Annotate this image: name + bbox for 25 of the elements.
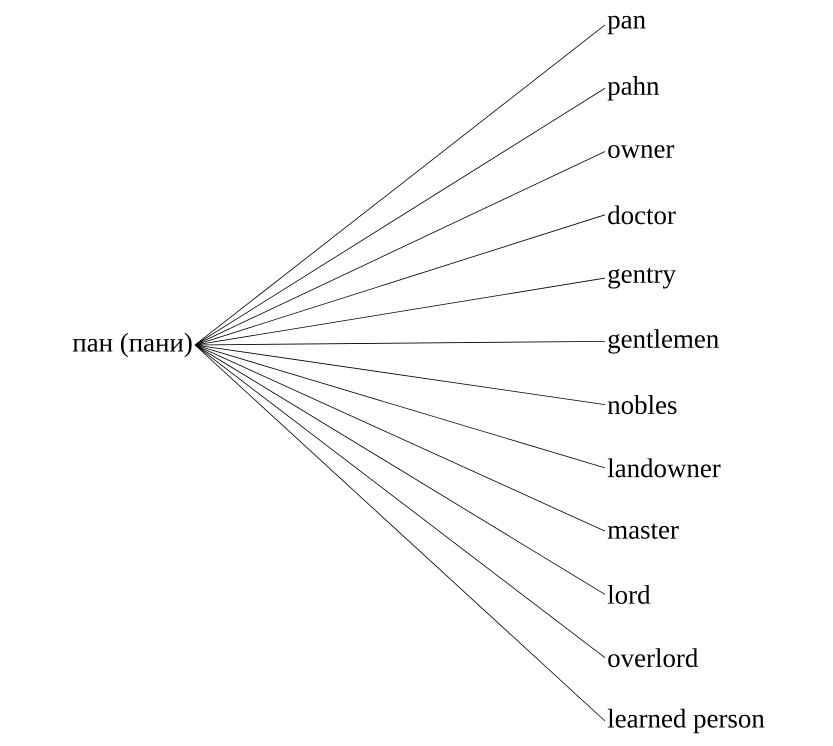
- connecting-line: [194, 344, 606, 406]
- connecting-line: [194, 278, 606, 346]
- connecting-line: [194, 344, 606, 722]
- connecting-line: [194, 340, 606, 346]
- translation-word: doctor: [608, 205, 676, 224]
- translation-word: gentry: [608, 268, 676, 289]
- connecting-line: [194, 344, 606, 595]
- translation-word: gentlemen: [608, 329, 719, 354]
- connecting-line: [194, 214, 606, 346]
- connecting-line: [194, 24, 606, 346]
- connecting-line: [194, 344, 606, 532]
- translation-word: landowner: [608, 458, 720, 478]
- connecting-line: [194, 88, 606, 346]
- source-word: пан (пани): [72, 332, 192, 358]
- translation-word: pahn: [608, 76, 660, 100]
- translation-word: pan: [608, 16, 646, 34]
- connecting-line: [194, 344, 606, 658]
- translation-word: nobles: [608, 395, 676, 414]
- translation-word: master: [608, 523, 679, 539]
- translation-word: overlord: [608, 648, 698, 668]
- connecting-line: [194, 151, 606, 346]
- connecting-line: [194, 344, 606, 468]
- translation-word: lord: [608, 584, 650, 604]
- translation-word: owner: [608, 145, 674, 158]
- translation-word: learned person: [608, 708, 764, 734]
